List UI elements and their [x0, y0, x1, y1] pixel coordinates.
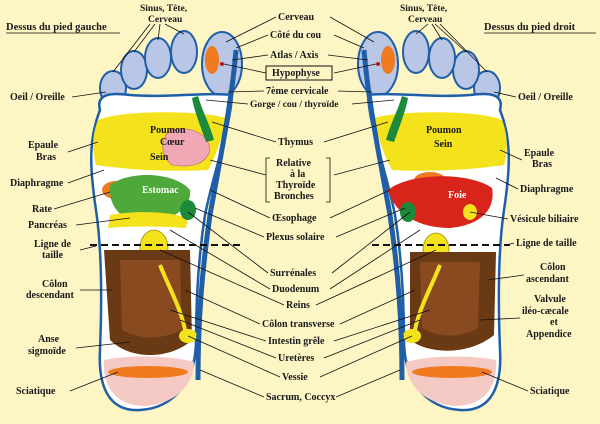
center-label-cote-cou: Côté du cou [270, 30, 322, 41]
right-toe-3 [428, 37, 456, 79]
relative-bracket-left [265, 157, 270, 203]
left-label-sciatique: Sciatique [16, 386, 56, 397]
center-label-oesophage: Œsophage [272, 213, 317, 224]
left-label-sinus: Sinus, Tête, [140, 4, 188, 14]
right-organ-poumon: Poumon [426, 125, 462, 136]
center-label-reins: Reins [286, 300, 310, 311]
left-label-sigmoide: sigmoïde [28, 346, 66, 357]
center-label-plexus: Plexus solaire [266, 232, 325, 243]
right-spine-line [361, 49, 405, 381]
right-foot [357, 30, 511, 412]
left-label-oeil: Oeil / Oreille [10, 92, 65, 103]
right-label-sinus: Sinus, Tête, [400, 4, 448, 14]
left-label-taille: taille [42, 250, 64, 261]
center-label-colon-transverse: Côlon transverse [262, 319, 335, 330]
leader-lines-left [159, 16, 285, 398]
center-label-intestin: Intestin grêle [268, 336, 325, 347]
leader-lines-outer-left [53, 23, 185, 392]
right-label-cerveau-top: Cerveau [408, 15, 443, 25]
center-label-a-la: à la [290, 169, 305, 180]
left-organ-poumon: Poumon [150, 125, 186, 136]
left-spine-line [195, 49, 239, 381]
left-label-descendant: descendant [26, 290, 74, 301]
left-label-anse: Anse [38, 334, 60, 345]
right-intestine [420, 262, 480, 336]
left-adrenal [180, 200, 196, 220]
center-label-gorge: Gorge / cou / thyroïde [250, 100, 338, 110]
center-label-hypophyse: Hypophyse [272, 68, 320, 79]
relative-bracket-right [326, 157, 331, 203]
header-left-foot: Dessus du pied gauche [6, 22, 107, 33]
center-label-sacrum: Sacrum, Coccyx [266, 392, 335, 403]
right-organ-sein: Sein [434, 139, 453, 150]
center-label-cerveau: Cerveau [278, 12, 315, 23]
left-toe-3 [144, 37, 172, 79]
right-label-ileo: iléo-cæcale [522, 306, 569, 317]
left-label-pancreas: Pancréas [28, 220, 67, 231]
left-toe-2 [170, 30, 198, 74]
left-label-diaphragme: Diaphragme [10, 178, 64, 189]
left-foot [89, 30, 243, 412]
left-label-colon: Côlon [42, 279, 68, 290]
right-label-valvule: Valvule [534, 294, 566, 305]
leader-lines-right [315, 16, 437, 398]
center-label-bronches: Bronches [274, 191, 314, 202]
right-label-sciatique: Sciatique [530, 386, 570, 397]
right-label-et: et [550, 317, 558, 328]
right-label-ligne-de-taille: Ligne de taille [516, 238, 577, 249]
right-toe-4 [452, 50, 480, 90]
left-ureter [158, 264, 188, 336]
center-label-ureteres: Uretères [278, 353, 314, 364]
center-label-duodenum: Duodenum [272, 284, 320, 295]
right-lung [374, 112, 507, 171]
left-label-epaule: Epaule [28, 140, 59, 151]
right-ureter [412, 264, 442, 336]
left-label-cerveau-top: Cerveau [148, 15, 183, 25]
right-hypophyse-dot [376, 62, 380, 66]
right-throat [386, 96, 408, 142]
header-right-foot: Dessus du pied droit [484, 22, 576, 33]
center-label-thymus: Thymus [278, 137, 313, 148]
right-label-vesicule: Vésicule biliaire [510, 214, 579, 225]
right-label-ascendant: ascendant [526, 274, 569, 285]
center-label-vessie: Vessie [282, 372, 308, 383]
left-organ-estomac: Estomac [142, 185, 179, 196]
left-sciatic [108, 366, 188, 378]
center-label-7eme: 7ème cervicale [266, 86, 329, 97]
left-pancreas [108, 212, 188, 228]
right-big-toe-orange [381, 46, 395, 74]
left-big-toe-orange [205, 46, 219, 74]
center-label-relative: Relative [276, 158, 312, 169]
right-label-appendice: Appendice [526, 329, 572, 340]
leader-lines-outer-right [415, 23, 529, 392]
right-label-oeil: Oeil / Oreille [518, 92, 573, 103]
left-stomach [109, 174, 191, 222]
left-throat [192, 96, 214, 142]
left-label-ligne-de: Ligne de [34, 239, 72, 250]
left-organ-coeur: Cœur [160, 137, 185, 148]
left-organ-sein: Sein [150, 152, 169, 163]
right-label-epaule: Epaule [524, 148, 555, 159]
right-adrenal [400, 202, 416, 222]
center-label-atlas: Atlas / Axis [270, 50, 318, 61]
left-label-rate: Rate [32, 204, 53, 215]
center-label-surrenales: Surrénales [270, 268, 316, 279]
right-label-colon: Côlon [540, 262, 566, 273]
right-organ-foie: Foie [448, 190, 467, 201]
left-label-bras: Bras [36, 152, 56, 163]
center-label-thyroide: Thyroïde [276, 180, 316, 191]
right-sciatic [412, 366, 492, 378]
right-toe-2 [402, 30, 430, 74]
left-heart [162, 128, 211, 167]
right-label-diaphragme: Diaphragme [520, 184, 574, 195]
left-hypophyse-dot [220, 62, 224, 66]
right-label-bras: Bras [532, 159, 552, 170]
